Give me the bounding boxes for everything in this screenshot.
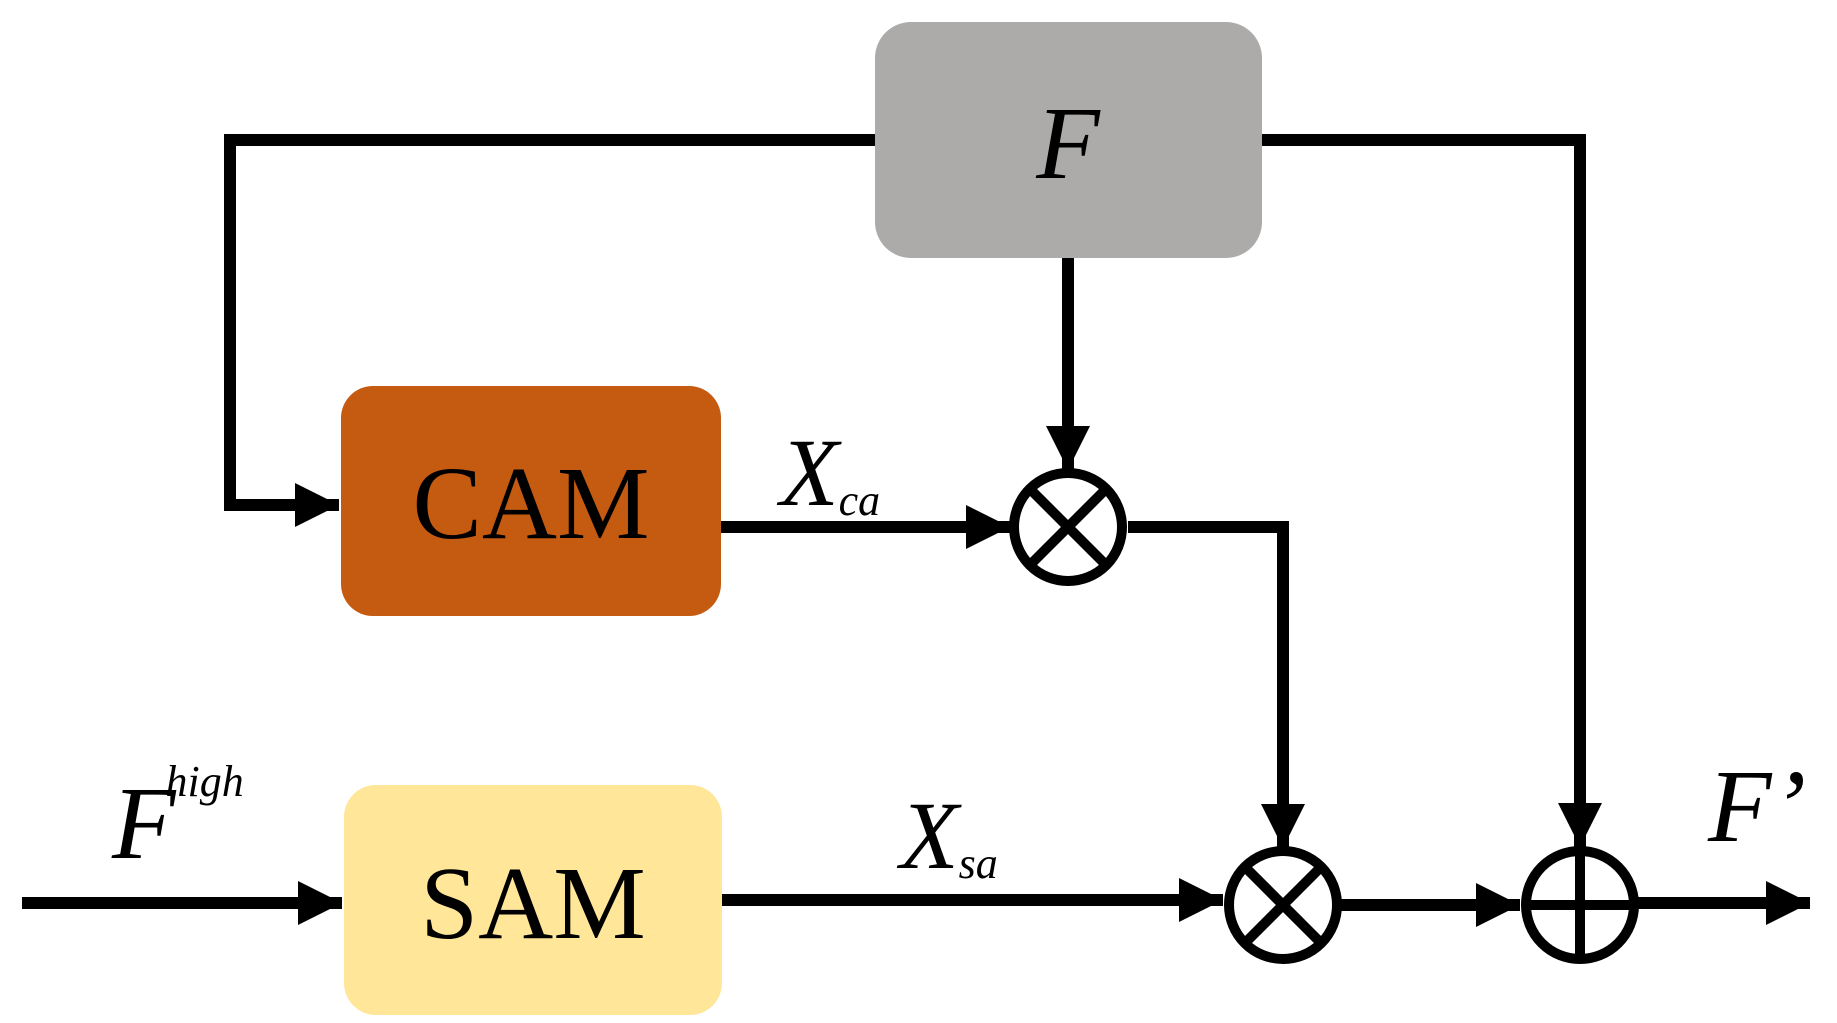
f-block: F	[875, 22, 1262, 258]
cam-block-rect	[341, 386, 721, 616]
wire-f-to-cam	[224, 134, 875, 527]
f-block-rect	[875, 22, 1262, 258]
x-ca-label: Xca	[776, 419, 880, 526]
cam-block: CAM	[341, 386, 721, 616]
f-block-label: F	[1035, 86, 1101, 201]
circle-times-icon	[1009, 468, 1127, 586]
wire-multiply-top-to-multiply-bottom	[1128, 521, 1305, 848]
sam-block-label: SAM	[420, 846, 645, 961]
x-sa-base: X	[896, 782, 962, 889]
x-ca-base: X	[776, 419, 842, 526]
cam-block-label: CAM	[413, 446, 650, 561]
input-base: F	[111, 766, 177, 881]
sam-block: SAM	[344, 785, 722, 1015]
x-sa-subscript: sa	[959, 839, 998, 888]
x-ca-subscript: ca	[839, 476, 881, 525]
wire-f-to-add	[1262, 134, 1602, 847]
output-f-prime-label: F’	[1707, 749, 1806, 864]
circle-times-icon	[1224, 846, 1342, 964]
input-f-high-label: Fhigh	[111, 757, 244, 881]
sam-block-rect	[344, 785, 722, 1015]
input-superscript: high	[166, 757, 244, 806]
x-sa-label: Xsa	[896, 782, 998, 889]
circle-plus-icon	[1521, 846, 1639, 964]
